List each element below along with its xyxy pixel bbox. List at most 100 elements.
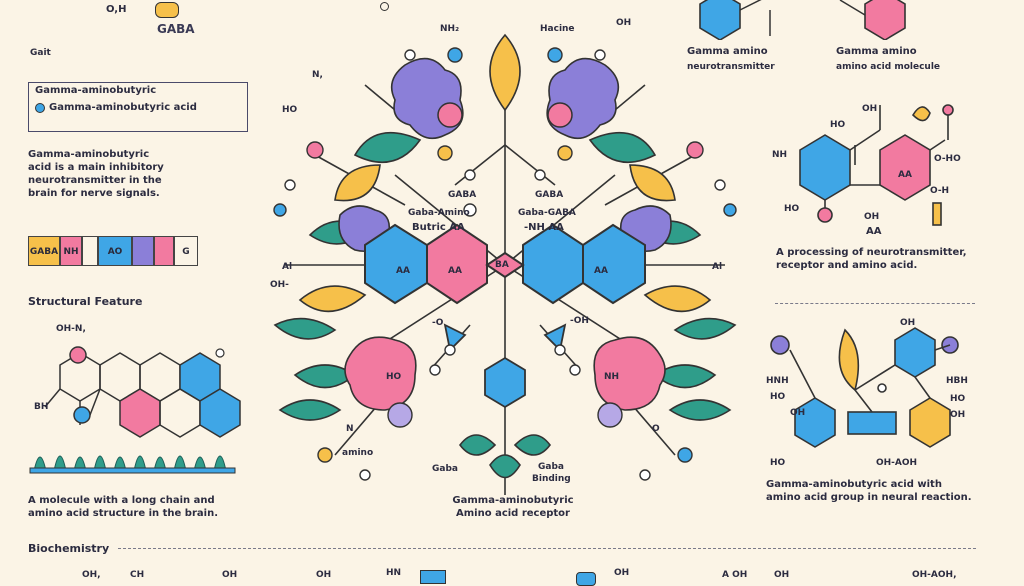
right-low-structure — [770, 327, 959, 448]
legend-cell — [154, 236, 174, 266]
right-mid-label: O-H — [930, 186, 950, 196]
label-gaba-right-sub: Gaba-GABA — [518, 208, 576, 218]
legend-cell — [82, 236, 98, 266]
right-top-label-2a: Gamma amino — [836, 46, 917, 57]
hexagon-ring-blue — [199, 388, 241, 438]
pink-cluster — [344, 336, 417, 411]
atom-dot-icon — [380, 2, 389, 11]
right-mid-label: AA — [898, 170, 912, 180]
paragraph-line: acid is a main inhibitory — [28, 162, 164, 173]
legend-cell: NH — [60, 236, 82, 266]
label-ho-left: HO — [282, 105, 298, 115]
gaba-central-illustration — [273, 33, 737, 495]
leaf-green — [588, 132, 657, 164]
top-right-rings — [699, 0, 906, 40]
top-center-label-3: OH — [616, 18, 632, 28]
label-al-right: Al — [712, 262, 723, 272]
yellow-capsule-icon — [155, 2, 179, 18]
caption-line: amino acid group in neural reaction. — [766, 492, 972, 503]
label-nh-top: N, — [312, 70, 323, 80]
leaf-green — [273, 317, 337, 340]
caption-line: receptor and amino acid. — [776, 260, 918, 271]
caption-line: A molecule with a long chain and — [28, 495, 215, 506]
caption-line: A processing of neurotransmitter, — [776, 247, 967, 258]
leaf-green — [489, 454, 521, 479]
atom-dots — [273, 47, 737, 481]
label-nh-aa: -NH AA — [524, 222, 564, 233]
structural-feature-diagram — [29, 346, 241, 474]
top-center-label-2: Hacine — [540, 24, 575, 34]
right-low-label: HO — [950, 394, 966, 404]
top-center-label-1: NH₂ — [440, 24, 460, 34]
right-low-label: HNH — [766, 376, 789, 386]
legend-cell — [132, 236, 154, 266]
footer-label: HN — [386, 568, 402, 578]
right-mid-label: AA — [866, 226, 882, 237]
hexagon-ring-pink — [119, 388, 161, 438]
label-al-left: Al — [282, 262, 293, 272]
info-box-entry-text: Gamma-aminobutyric acid — [49, 102, 197, 113]
right-low-label: OH — [790, 408, 806, 418]
right-mid-caption: A processing of neurotransmitter, recept… — [776, 246, 996, 272]
label-oh-left: OH- — [270, 280, 289, 290]
label-o-left: -O — [432, 318, 444, 328]
leaf-yellow — [489, 33, 521, 112]
right-top-label-1b: neurotransmitter — [687, 62, 775, 72]
label-gaba-left: GABA — [448, 190, 477, 200]
right-mid-label: OH — [862, 104, 878, 114]
caption-line: Gamma-aminobutyric acid with — [766, 479, 942, 490]
footer-label: A OH — [722, 570, 748, 580]
right-mid-label: OH — [864, 212, 880, 222]
right-mid-label: HO — [784, 204, 800, 214]
footer-title: Biochemistry — [28, 542, 110, 555]
leaf-green — [668, 399, 732, 421]
right-low-label: HO — [770, 392, 786, 402]
footer-blue-ring-icon — [576, 572, 596, 586]
right-low-label: HBH — [946, 376, 968, 386]
footer-label: OH-AOH, — [912, 570, 957, 580]
structure-label: OH-N, — [56, 324, 86, 334]
atom-blue — [73, 406, 91, 424]
right-mid-label: HO — [830, 120, 846, 130]
leaf-yellow — [334, 164, 381, 202]
label-ring-center: BA — [495, 260, 509, 270]
label-gaba-acid-low: Gaba — [538, 462, 564, 472]
hexagon-blue — [484, 356, 526, 409]
footer-label: OH — [316, 570, 332, 580]
caption-line: amino acid structure in the brain. — [28, 508, 218, 519]
top-formula: O,H — [106, 4, 127, 15]
label-oh-right: -OH — [570, 316, 589, 326]
pink-atom — [547, 102, 573, 128]
hexagon-pink — [426, 223, 488, 305]
paragraph-line: brain for nerve signals. — [28, 188, 160, 199]
right-divider — [775, 303, 975, 304]
footer-divider — [118, 548, 976, 549]
footer-label: OH — [614, 568, 630, 578]
hexagon-blue — [522, 223, 584, 305]
leaf-yellow — [298, 285, 367, 313]
bond-line — [89, 388, 101, 416]
right-top-label-2b: amino acid molecule — [836, 62, 941, 72]
paragraph-line: neurotransmitter in the — [28, 175, 162, 186]
top-left-tag: Gait — [30, 48, 51, 58]
right-low-label: OH — [950, 410, 966, 420]
pink-atom — [437, 102, 463, 128]
blue-dot-icon — [35, 102, 45, 113]
label-o-low: O — [652, 424, 660, 434]
label-ring-right: AA — [594, 266, 608, 276]
right-low-label: HO — [770, 458, 786, 468]
left-info-box: Gamma-aminobutyric Gamma-aminobutyric ac… — [28, 82, 248, 132]
label-binding: Binding — [532, 474, 571, 484]
leaf-yellow — [643, 285, 712, 313]
legend-cell: AO — [98, 236, 132, 266]
label-gaba-sub: Gaba-Amino — [408, 208, 470, 218]
triangle-blue — [543, 323, 567, 352]
left-footer-caption: A molecule with a long chain and amino a… — [28, 494, 248, 520]
center-caption: Gamma-aminobutyric Amino acid receptor — [418, 494, 608, 520]
right-top-label-1a: Gamma amino — [687, 46, 768, 57]
atom-pink — [69, 346, 87, 364]
section-title: Structural Feature — [28, 295, 143, 308]
label-ring-left: AA — [396, 266, 410, 276]
label-amino-low: amino — [342, 448, 374, 458]
